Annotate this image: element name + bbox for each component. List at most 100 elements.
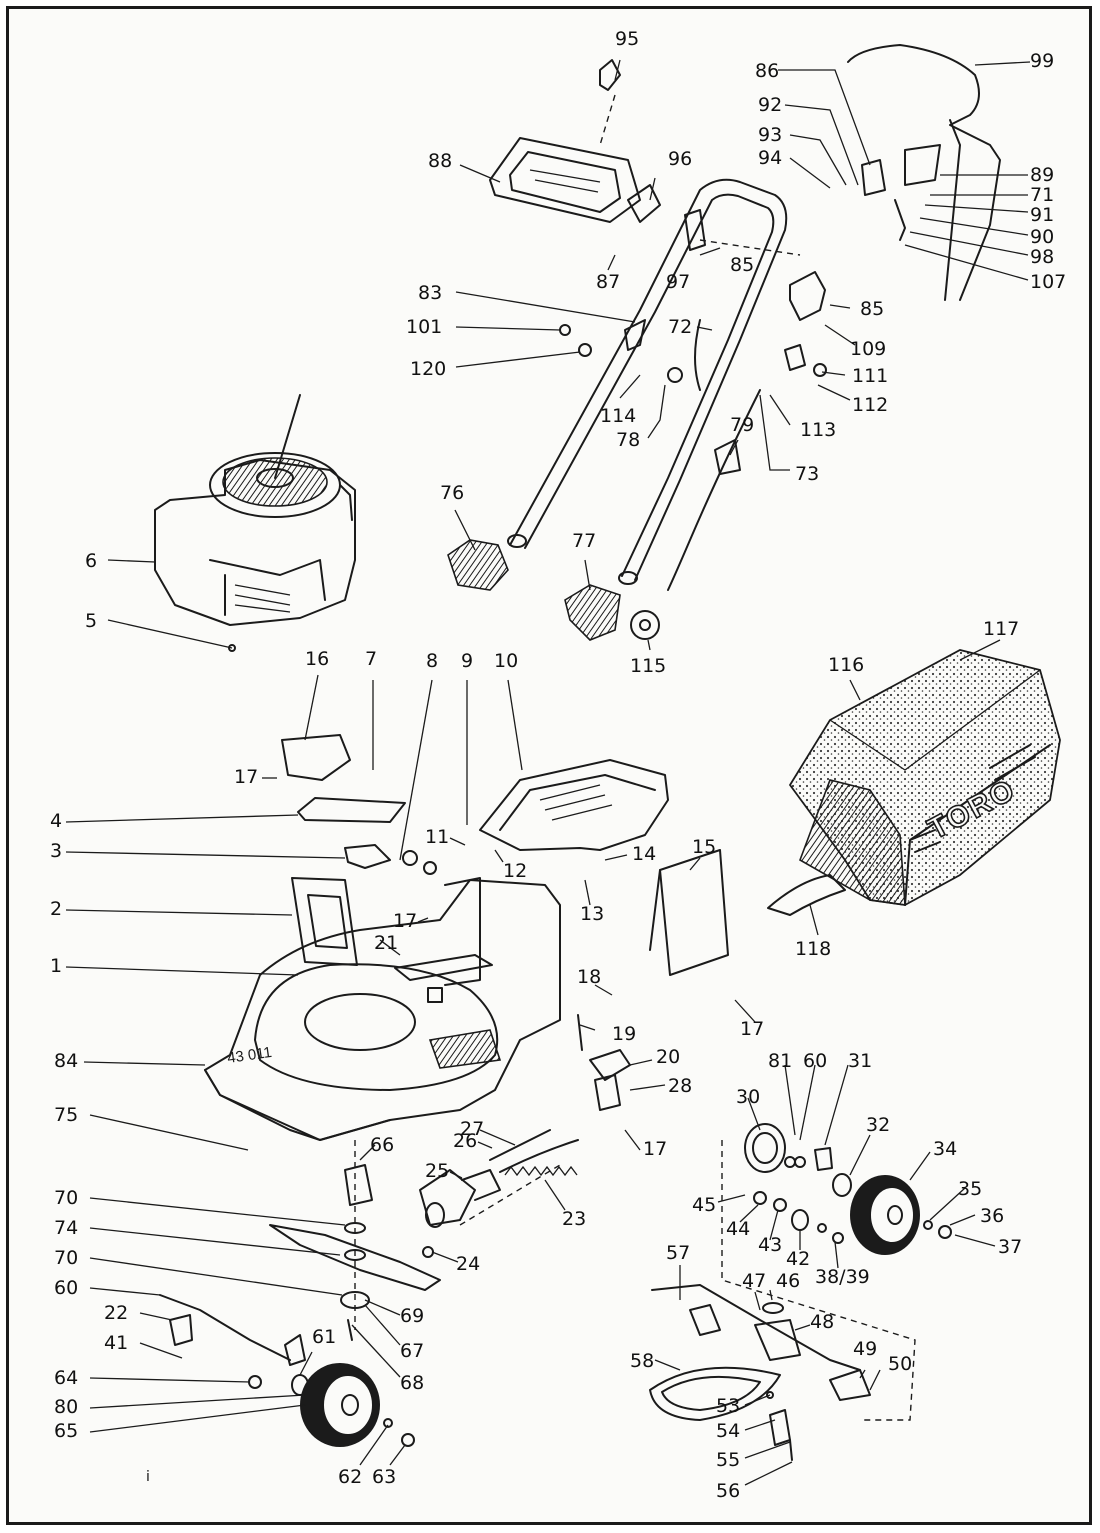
callout-18: 18 [577, 966, 602, 988]
plate-15 [649, 849, 729, 976]
callout-46: 46 [776, 1270, 801, 1292]
callout-85-top: 85 [730, 254, 755, 276]
deck-1: 43 011 [204, 877, 561, 1141]
callout-17-right: 17 [740, 1018, 765, 1040]
callout-25: 25 [425, 1160, 450, 1182]
callout-22: 22 [104, 1302, 129, 1324]
callout-84: 84 [54, 1050, 79, 1072]
upper-handle [507, 178, 801, 585]
callout-115: 115 [630, 655, 667, 677]
plate-4 [297, 797, 406, 823]
callout-75: 75 [54, 1104, 79, 1126]
callout-93: 93 [758, 124, 783, 146]
callout-74: 74 [54, 1217, 79, 1239]
callout-28: 28 [668, 1075, 693, 1097]
knob-76 [447, 539, 509, 591]
callout-94: 94 [758, 147, 783, 169]
callout-98: 98 [1030, 246, 1055, 268]
callout-2: 2 [50, 898, 63, 920]
callout-32: 32 [866, 1114, 891, 1136]
callout-61: 61 [312, 1326, 337, 1348]
handle-hardware [559, 209, 827, 475]
bail-lever [847, 44, 1001, 301]
callout-117: 117 [983, 618, 1020, 640]
callout-10: 10 [494, 650, 519, 672]
callout-4: 4 [50, 810, 63, 832]
callout-72: 72 [668, 316, 693, 338]
callout-47: 47 [742, 1270, 767, 1292]
deck-model-marking: 43 011 [226, 1044, 273, 1067]
callout-120: 120 [410, 358, 447, 380]
rear-axle-assembly [419, 1014, 631, 1258]
callout-114: 114 [600, 405, 637, 427]
callout-58: 58 [630, 1350, 655, 1372]
callout-1: 1 [50, 955, 63, 977]
callout-109: 109 [850, 338, 887, 360]
callout-3: 3 [50, 840, 63, 862]
callout-34: 34 [933, 1138, 958, 1160]
callout-27: 27 [460, 1118, 485, 1140]
callout-31: 31 [848, 1050, 873, 1072]
callout-66: 66 [370, 1134, 395, 1156]
grass-bag: TORO [788, 649, 1061, 906]
callout-73: 73 [795, 463, 820, 485]
callout-70-bottom: 70 [54, 1247, 79, 1269]
callout-91: 91 [1030, 204, 1055, 226]
callout-85-right: 85 [860, 298, 885, 320]
callout-55: 55 [716, 1449, 741, 1471]
callout-63: 63 [372, 1466, 397, 1488]
callout-76: 76 [440, 482, 465, 504]
callout-87: 87 [596, 271, 621, 293]
callout-42: 42 [786, 1248, 811, 1270]
callout-79: 79 [730, 414, 755, 436]
callout-80: 80 [54, 1396, 79, 1418]
knob-77 [564, 584, 621, 641]
callout-96: 96 [668, 148, 693, 170]
rear-wheel [850, 1175, 952, 1255]
callout-19: 19 [612, 1023, 637, 1045]
callout-17-mid: 17 [393, 910, 418, 932]
cable-bracket [784, 144, 941, 371]
callout-111: 111 [852, 365, 889, 387]
callout-16: 16 [305, 648, 330, 670]
frame-2 [291, 877, 358, 966]
callout-118: 118 [795, 938, 832, 960]
callout-77: 77 [572, 530, 597, 552]
callout-9: 9 [461, 650, 474, 672]
rear-chute-10 [479, 759, 669, 851]
callout-99: 99 [1030, 50, 1055, 72]
callout-26: 26 [453, 1130, 478, 1152]
callout-54: 54 [716, 1420, 741, 1442]
control-box [489, 137, 661, 223]
callout-30: 30 [736, 1086, 761, 1108]
callout-88: 88 [428, 150, 453, 172]
callout-48: 48 [810, 1311, 835, 1333]
callout-6: 6 [85, 550, 98, 572]
callout-14: 14 [632, 843, 657, 865]
callout-101: 101 [406, 316, 443, 338]
callout-83: 83 [418, 282, 443, 304]
callout-69: 69 [400, 1305, 425, 1327]
callout-112: 112 [852, 394, 889, 416]
bag-deflector-118 [767, 874, 846, 916]
callout-41: 41 [104, 1332, 129, 1354]
callout-113: 113 [800, 419, 837, 441]
callout-90: 90 [1030, 226, 1055, 248]
callout-62: 62 [338, 1466, 363, 1488]
callout-71: 71 [1030, 184, 1055, 206]
callout-12: 12 [503, 860, 528, 882]
callout-56: 56 [716, 1480, 741, 1502]
cable [667, 319, 761, 591]
callout-116: 116 [828, 654, 865, 676]
knob-115 [630, 610, 660, 640]
callout-86: 86 [755, 60, 780, 82]
callout-65: 65 [54, 1420, 79, 1442]
callout-107: 107 [1030, 271, 1067, 293]
callout-64: 64 [54, 1367, 79, 1389]
callout-53: 53 [716, 1395, 741, 1417]
blade-assembly [269, 1140, 441, 1341]
callout-95: 95 [615, 28, 640, 50]
callout-50: 50 [888, 1353, 913, 1375]
callout-24: 24 [456, 1253, 481, 1275]
callout-67: 67 [400, 1340, 425, 1362]
